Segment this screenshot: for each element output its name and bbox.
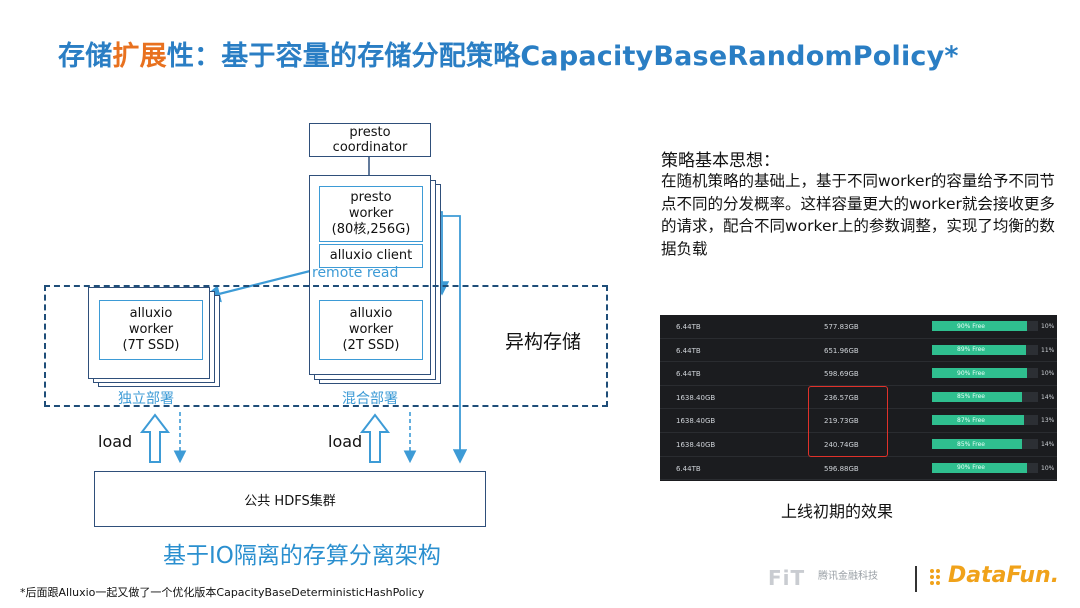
row-divider [660,361,1057,363]
table-row: 6.44TB 577.83GB 90% Free 10% [660,315,1057,339]
free-bar-fill [932,368,1028,379]
fit-logo: FiT [768,566,806,590]
row-used: 596.88GB [824,464,859,473]
fit-logo-cn: 腾讯金融科技 [818,571,878,582]
alluxio-worker-right-box: alluxio worker (2T SSD) [319,300,423,360]
table-row: 1638.40GB 219.73GB 87% Free 13% [660,409,1057,433]
free-bar: 90% Free [932,368,1038,379]
row-used: 236.57GB [824,393,859,402]
alluxio-worker-left-box: alluxio worker (7T SSD) [99,300,203,360]
remote-read-arrow [202,266,323,303]
standalone-label: 独立部署 [118,391,174,407]
architecture-caption: 基于IO隔离的存算分离架构 [163,543,441,569]
presto-coordinator-box: presto coordinator [309,123,431,157]
row-capacity: 1638.40GB [676,441,716,449]
row-used: 240.74GB [824,441,859,449]
footnote: *后面跟Alluxio一起又做了一个优化版本CapacityBaseDeterm… [20,586,425,599]
load-arrow-right [359,413,391,463]
free-bar: 85% Free [932,439,1038,449]
table-row: 6.44TB 598.69GB 90% Free 10% [660,362,1057,386]
row-used: 219.73GB [824,417,859,426]
title-part1: 存储 [58,41,113,72]
hetero-storage-label: 异构存储 [505,331,582,353]
free-bar-fill [932,415,1025,426]
free-bar: 85% Free [932,391,1038,402]
row-capacity: 6.44TB [676,323,701,331]
free-bar-fill [932,321,1028,331]
datafun-logo: DataFun. [948,563,1060,588]
hetero-storage-region [44,285,608,407]
free-bar-label: 90% Free [957,322,985,330]
free-bar-label: 90% Free [957,464,985,472]
policy-heading: 策略基本思想： [661,151,780,171]
load-label-right: load [328,432,363,451]
highlight-box [808,386,888,457]
row-used-pct: 11% [1041,346,1055,354]
alluxio-client-box: alluxio client [319,244,423,268]
datafun-dots-icon [930,569,940,585]
free-bar-fill [932,439,1023,449]
free-bar-fill [932,344,1027,355]
row-used-pct: 10% [1041,464,1055,472]
load-arrow-left [139,413,171,463]
presto-worker-box: presto worker (80核,256G) [319,186,423,242]
row-used-pct: 13% [1041,417,1055,425]
free-bar-fill [932,391,1023,402]
mixed-label: 混合部署 [342,391,398,407]
row-used: 598.69GB [824,370,859,379]
free-bar-label: 89% Free [957,346,985,354]
logo-separator [915,566,917,592]
free-bar-label: 85% Free [957,393,985,401]
free-bar-fill [932,462,1028,473]
row-capacity: 1638.40GB [676,417,716,426]
capacity-table: 6.44TB 577.83GB 90% Free 10% 6.44TB 651.96GB 8… [660,315,1057,481]
free-bar-label: 85% Free [957,440,985,448]
row-used: 577.83GB [824,323,859,331]
free-bar: 90% Free [932,462,1038,473]
title-part2: 性：基于容量的存储分配策略CapacityBaseRandomPolicy* [166,41,959,72]
row-used-pct: 10% [1041,370,1055,378]
free-bar: 87% Free [932,415,1038,426]
row-divider [660,479,1057,481]
row-capacity: 6.44TB [676,464,701,473]
free-bar: 90% Free [932,321,1038,331]
policy-body: 在随机策略的基础上，基于不同worker的容量给予不同节点不同的分发概率。这样容… [661,172,1055,258]
free-bar-label: 87% Free [957,416,985,424]
slide-title: 存储扩展性：基于容量的存储分配策略CapacityBaseRandomPolic… [58,34,959,73]
free-bar: 89% Free [932,344,1038,355]
row-capacity: 1638.40GB [676,393,716,402]
row-used: 651.96GB [824,346,859,355]
table-caption: 上线初期的效果 [781,502,894,521]
table-row: 6.44TB 596.88GB 90% Free 10% [660,457,1057,481]
row-divider [660,408,1057,410]
row-divider [660,384,1057,386]
row-used-pct: 14% [1041,393,1055,401]
table-row: 1638.40GB 236.57GB 85% Free 14% [660,386,1057,410]
row-divider [660,337,1057,339]
row-used-pct: 10% [1041,323,1055,330]
row-capacity: 6.44TB [676,346,701,355]
row-capacity: 6.44TB [676,370,701,379]
table-row: 6.44TB 651.96GB 89% Free 11% [660,339,1057,363]
row-divider [660,431,1057,433]
row-used-pct: 14% [1041,441,1055,448]
remote-read-label: remote read [312,265,399,281]
free-bar-label: 90% Free [957,369,985,377]
title-accent: 扩展 [112,41,167,72]
hdfs-cluster-box: 公共 HDFS集群 [94,471,486,527]
load-label-left: load [98,432,133,451]
